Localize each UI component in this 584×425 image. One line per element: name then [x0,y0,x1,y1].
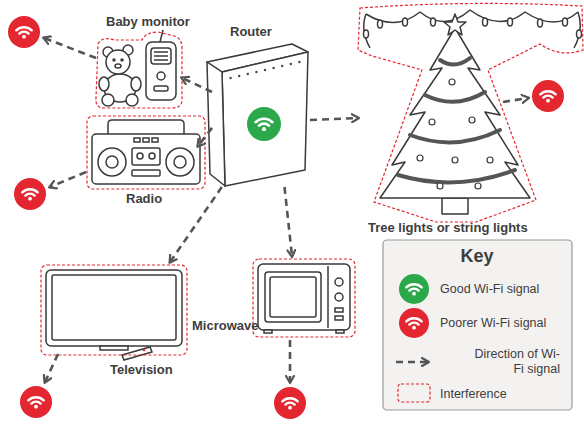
television-art [46,270,182,360]
device-node: Tree lights or string lights [358,4,582,238]
radio-art [92,120,200,184]
key-box [383,240,572,410]
interference-outline [96,32,182,108]
interference-outline [41,265,187,355]
legend-swatch [399,274,429,304]
signal-arrow [198,128,212,146]
interference-outline [358,3,583,222]
node-label: Router [230,24,272,39]
signal-arrow [170,187,222,262]
node-label: Radio [126,191,162,206]
signal-arrow [310,118,358,120]
node-label: Baby monitor [106,14,190,29]
signal-arrow [182,78,212,92]
key-heading: Key [433,246,521,266]
baby-monitor-art [99,30,176,106]
wifi-symbol [403,312,425,334]
device-node: Radio [86,116,198,206]
interference-outline [87,116,205,189]
node-label: Microwave [192,318,258,333]
device-node: Baby monitor [96,14,182,108]
node-label: Tree lights or string lights [368,220,528,235]
legend-text: Interference [440,387,560,402]
tree-art [364,10,582,214]
signal-arrow [285,187,293,256]
legend-text: Good Wi-Fi signal [440,282,560,297]
legend-swatch [399,308,429,338]
key-arrow-sample [396,361,428,364]
key-interference-sample [398,384,430,402]
legend-text: Direction of Wi-Fi signal [474,347,560,377]
good-wifi-icon [247,107,281,141]
device-node: Television [40,262,190,376]
wifi-symbol [403,278,425,300]
router-lights [229,61,300,79]
legend-text: Poorer Wi-Fi signal [440,316,560,331]
node-label: Television [110,362,173,377]
interference-outline [253,259,355,337]
device-node: Router [212,22,310,187]
device-node: Microwave [190,256,358,340]
microwave-art [258,264,350,333]
poor-wifi-icon [8,16,564,419]
router-art [207,44,308,186]
